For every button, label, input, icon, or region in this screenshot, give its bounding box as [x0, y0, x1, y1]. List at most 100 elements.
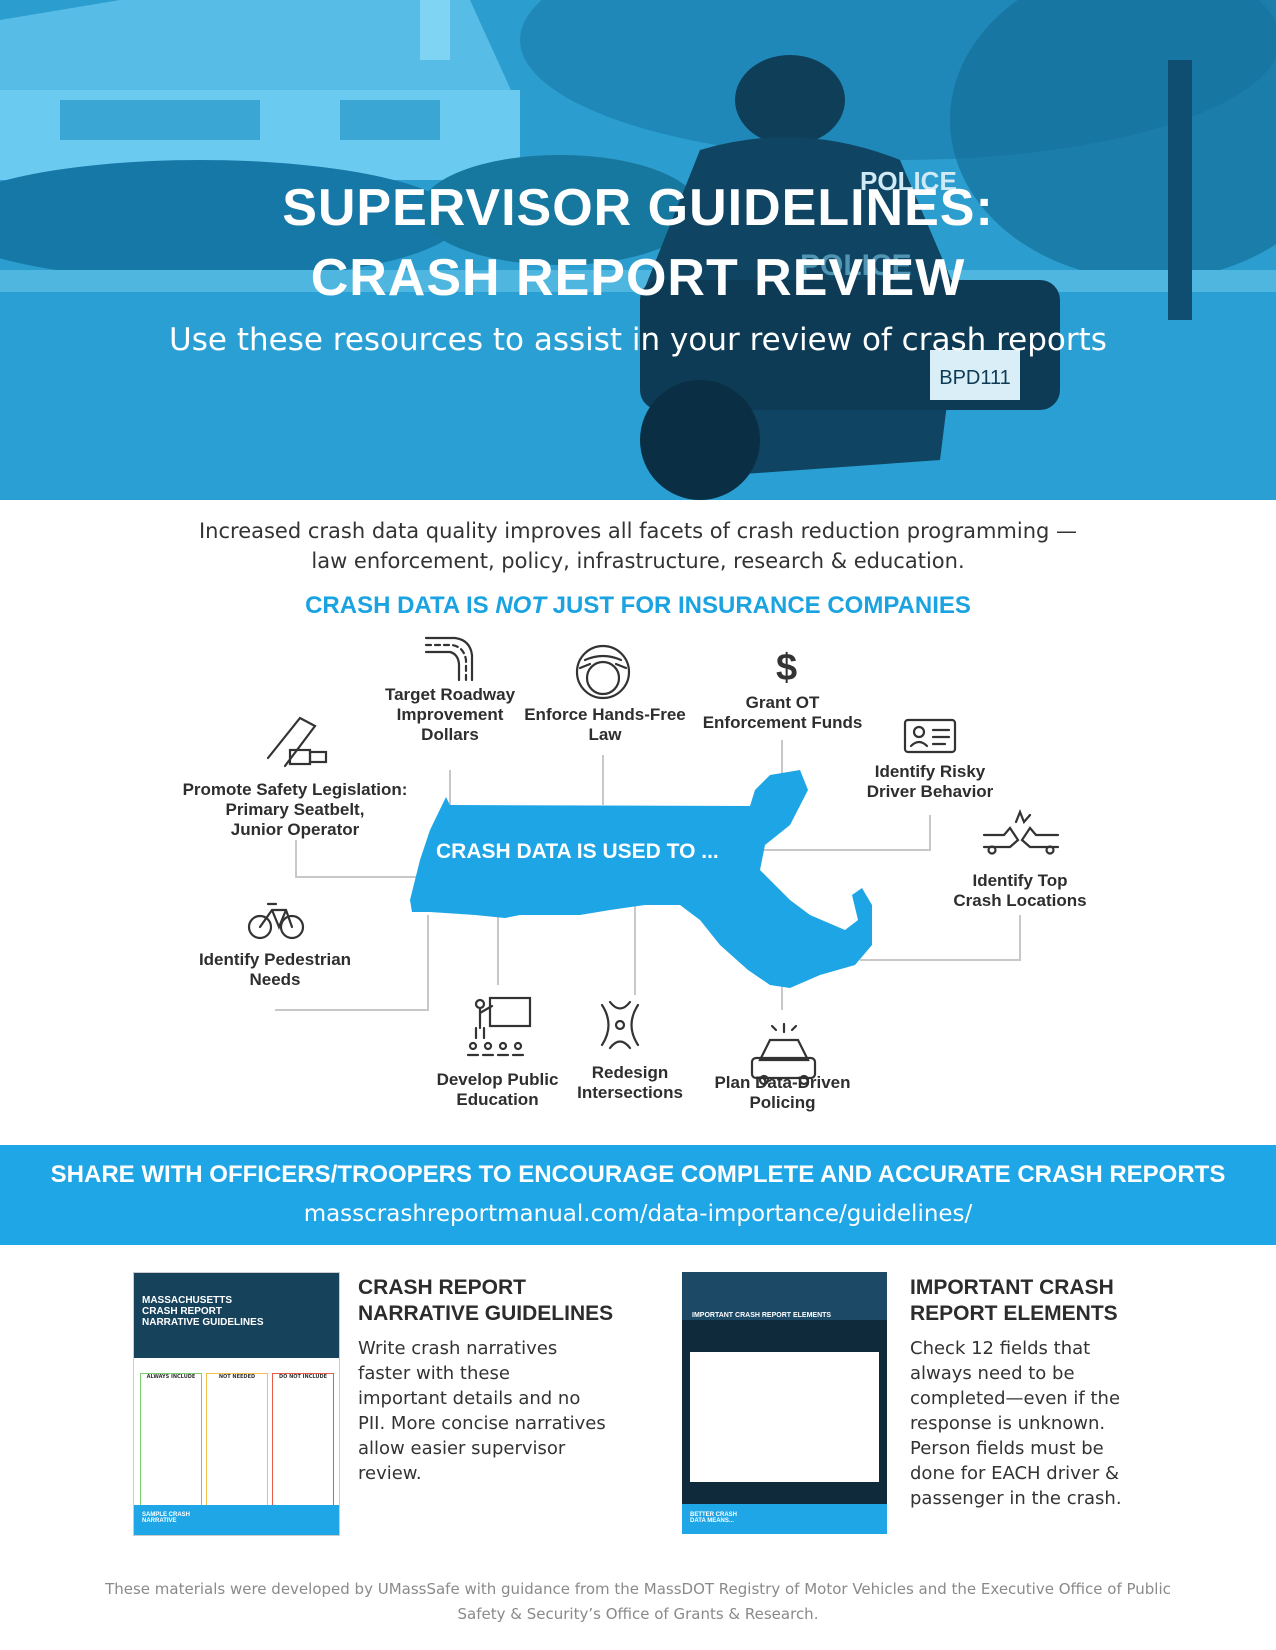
label-line: Identify Pedestrian [198, 950, 352, 969]
label-line: Intersections [577, 1083, 683, 1102]
resource-desc-line: completed—even if the [910, 1388, 1121, 1409]
label-line: Target Roadway [384, 685, 516, 704]
bicycle-icon [247, 902, 305, 940]
massachusetts-map [410, 770, 872, 988]
resource-desc-line: Write crash narratives [358, 1338, 558, 1359]
page-title-line2: CRASH REPORT REVIEW [310, 249, 966, 307]
license-card-icon [903, 718, 957, 754]
svg-text:POLICE: POLICE [800, 249, 912, 282]
section-heading-post: JUST FOR INSURANCE COMPANIES [545, 592, 971, 619]
narrative-guidelines-description: Write crash narratives faster with these… [358, 1336, 618, 1486]
label-line: Promote Safety Legislation: [182, 780, 408, 799]
footer-line: These materials were developed by UMassS… [105, 1580, 1171, 1598]
label-line: Improvement [396, 705, 504, 724]
seatbelt-icon [266, 716, 328, 768]
page-subtitle: Use these resources to assist in your re… [169, 322, 1107, 358]
label-line: Develop Public [436, 1070, 559, 1089]
thumbnail-col-label: ALWAYS INCLUDE [146, 1374, 196, 1380]
thumbnail-col-include: ALWAYS INCLUDE [140, 1373, 202, 1525]
hero-photo: BPD111 POLICE POLICE [0, 0, 1276, 500]
thumbnail-header: MASSACHUSETTS CRASH REPORT NARRATIVE GUI… [134, 1273, 339, 1358]
resource-desc-line: review. [358, 1463, 422, 1484]
thumbnail-header [682, 1272, 887, 1320]
thumbnail-title-line: CRASH REPORT [142, 1306, 223, 1317]
resource-desc-line: faster with these [358, 1363, 510, 1384]
label-line: Crash Locations [953, 891, 1087, 910]
label-line: Policing [749, 1093, 816, 1112]
label-line: Plan Data-Driven [714, 1073, 851, 1092]
thumbnail-footer-label: SAMPLE CRASH NARRATIVE [142, 1512, 191, 1524]
intro-line: law enforcement, policy, infrastructure,… [311, 549, 965, 573]
dollar-icon: $ [776, 647, 797, 689]
resource-desc-line: allow easier supervisor [358, 1438, 566, 1459]
page-title-line1: SUPERVISOR GUIDELINES: [282, 179, 994, 237]
resource-desc-line: PII. More concise narratives [358, 1413, 606, 1434]
intro-line: Increased crash data quality improves al… [198, 519, 1078, 543]
section-heading-emphasis: NOT [495, 592, 546, 619]
thumbnail-footer: BETTER CRASH DATA MEANS... [682, 1504, 887, 1534]
label-line: Enforcement Funds [702, 713, 863, 732]
resource-title-line: CRASH REPORT [358, 1276, 527, 1299]
label-enforce-hands-free: Enforce Hands-Free Law [520, 705, 690, 745]
label-line: Identify Top [972, 871, 1068, 890]
label-target-roadway: Target Roadway Improvement Dollars [370, 685, 530, 745]
steering-wheel-icon [575, 644, 631, 700]
thumbnail-footer-label: BETTER CRASH DATA MEANS... [690, 1512, 738, 1524]
crash-report-elements-title: IMPORTANT CRASH REPORT ELEMENTS [910, 1275, 1118, 1327]
label-line: Grant OT [745, 693, 820, 712]
share-banner-title: SHARE WITH OFFICERS/TROOPERS TO ENCOURAG… [50, 1161, 1226, 1188]
thumbnail-col-label: NOT NEEDED [218, 1374, 256, 1380]
resource-desc-line: Check 12 fields that [910, 1338, 1091, 1359]
resource-desc-line: always need to be [910, 1363, 1075, 1384]
narrative-guidelines-title: CRASH REPORT NARRATIVE GUIDELINES [358, 1275, 613, 1327]
resource-desc-line: passenger in the crash. [910, 1488, 1122, 1509]
label-public-education: Develop Public Education [425, 1070, 570, 1110]
share-banner: SHARE WITH OFFICERS/TROOPERS TO ENCOURAG… [0, 1145, 1276, 1245]
label-line: Redesign [591, 1063, 669, 1082]
hero-banner: BPD111 POLICE POLICE SUPERVISOR GUIDELIN… [0, 0, 1276, 500]
narrative-guidelines-thumbnail[interactable]: MASSACHUSETTS CRASH REPORT NARRATIVE GUI… [133, 1272, 340, 1536]
resource-desc-line: important details and no [358, 1388, 581, 1409]
label-line: Driver Behavior [866, 782, 994, 801]
map-center-label: CRASH DATA IS USED TO ... [436, 840, 719, 863]
car-crash-icon [982, 809, 1060, 855]
label-line: Education [456, 1090, 539, 1109]
label-line: Dollars [421, 725, 479, 744]
thumbnail-footer: SAMPLE CRASH NARRATIVE [134, 1505, 339, 1535]
resource-desc-line: response is unknown. [910, 1413, 1106, 1434]
intersection-icon [600, 1000, 640, 1050]
resource-desc-line: done for EACH driver & [910, 1463, 1120, 1484]
thumbnail-col-not-needed: NOT NEEDED [206, 1373, 268, 1525]
thumbnail-title: IMPORTANT CRASH REPORT ELEMENTS [692, 1312, 832, 1319]
label-top-crash-locations: Identify Top Crash Locations [945, 871, 1095, 911]
section-heading: CRASH DATA IS NOT JUST FOR INSURANCE COM… [0, 592, 1276, 620]
crash-report-elements-description: Check 12 fields that always need to be c… [910, 1336, 1170, 1511]
label-risky-driver: Identify Risky Driver Behavior [855, 762, 1005, 802]
credits-footer: These materials were developed by UMassS… [40, 1577, 1236, 1627]
label-line: Identify Risky [874, 762, 986, 781]
resource-title-line: IMPORTANT CRASH [910, 1276, 1114, 1299]
crash-report-elements-thumbnail[interactable]: IMPORTANT CRASH REPORT ELEMENTS BETTER C… [682, 1272, 887, 1534]
presentation-icon [466, 996, 532, 1057]
thumbnail-fields-grid [690, 1352, 879, 1482]
svg-text:POLICE: POLICE [860, 166, 957, 196]
thumbnail-title-line: NARRATIVE GUIDELINES [142, 1317, 264, 1328]
label-redesign-intersections: Redesign Intersections [565, 1063, 695, 1103]
road-curve-icon [424, 636, 474, 682]
guidelines-link[interactable]: masscrashreportmanual.com/data-importanc… [303, 1201, 973, 1227]
label-grant-ot: Grant OT Enforcement Funds [695, 693, 870, 733]
intro-text: Increased crash data quality improves al… [0, 516, 1276, 576]
label-line: Needs [249, 970, 301, 989]
thumbnail-title-line: MASSACHUSETTS [142, 1295, 233, 1306]
footer-line: Safety & Security’s Office of Grants & R… [457, 1605, 819, 1623]
label-pedestrian-needs: Identify Pedestrian Needs [190, 950, 360, 990]
label-safety-legislation: Promote Safety Legislation: Primary Seat… [175, 780, 415, 840]
section-heading-pre: CRASH DATA IS [305, 592, 496, 619]
label-data-driven-policing: Plan Data-Driven Policing [705, 1073, 860, 1113]
label-line: Enforce Hands-Free [524, 705, 686, 724]
label-line: Junior Operator [230, 820, 360, 839]
label-line: Law [588, 725, 622, 744]
resource-title-line: REPORT ELEMENTS [910, 1302, 1118, 1325]
label-line: Primary Seatbelt, [225, 800, 365, 819]
resource-title-line: NARRATIVE GUIDELINES [358, 1302, 614, 1325]
